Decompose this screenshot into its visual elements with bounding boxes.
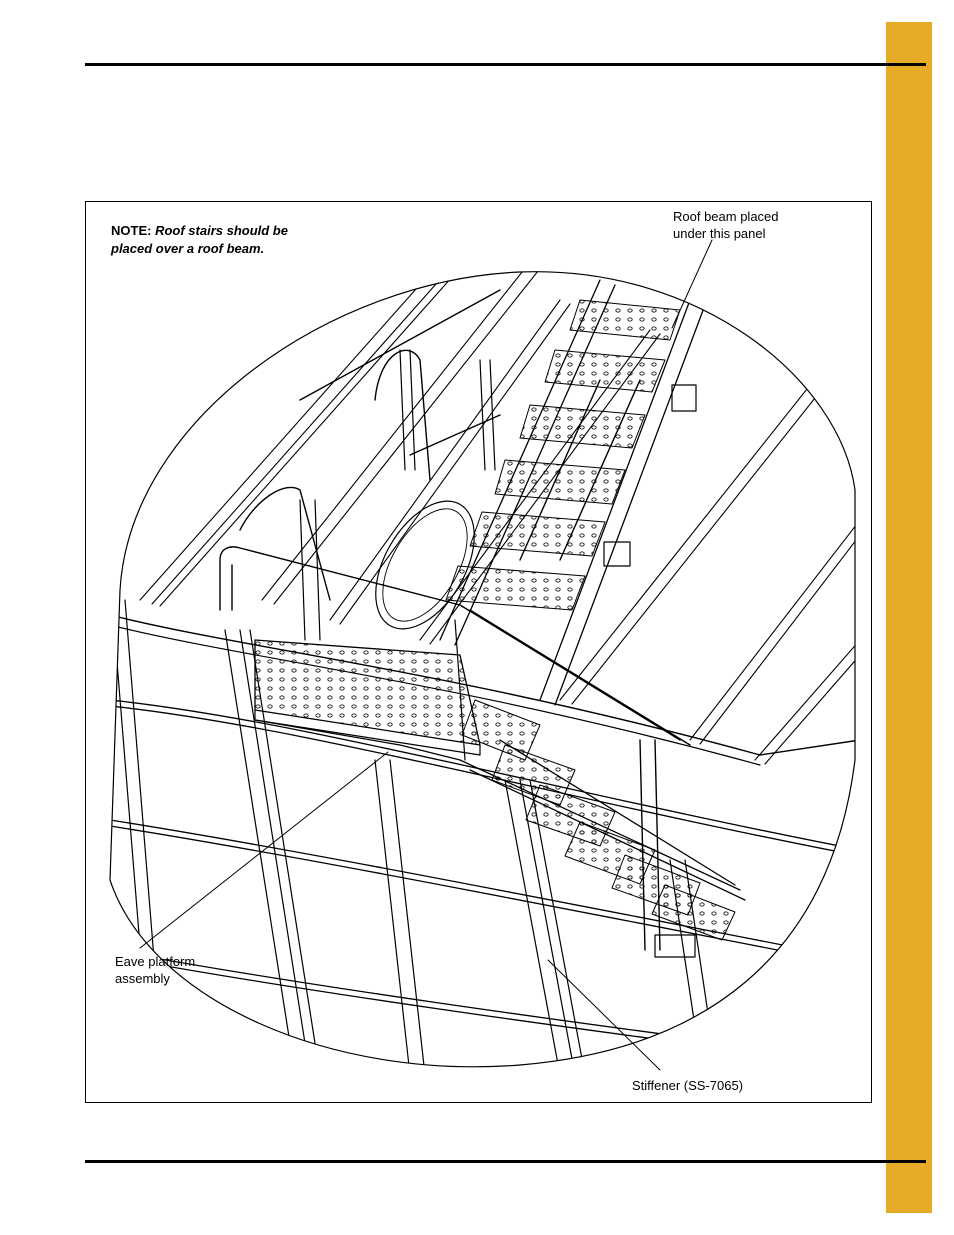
stair-treads-lower (461, 699, 736, 941)
callout-eave-platform: Eave platform assembly (115, 953, 195, 987)
callout-stiffener: Stiffener (SS-7065) (632, 1078, 744, 1093)
header-rule (85, 63, 926, 66)
side-tab (886, 22, 932, 1213)
figure-note: NOTE: Roof stairs should be placed over … (111, 222, 288, 258)
callout-roof-beam-line1: Roof beam placed (673, 209, 779, 224)
roof-hatch (375, 500, 475, 630)
callout-roof-beam: Roof beam placed under this panel (673, 208, 779, 242)
handrails (219, 289, 691, 951)
stair-treads-upper (445, 299, 681, 611)
eave-platform-deck (254, 639, 481, 746)
stair-bracket (671, 384, 697, 412)
note-text-line2: placed over a roof beam. (111, 241, 265, 256)
callout-eave-line1: Eave platform (115, 954, 196, 969)
footer-rule (85, 1160, 926, 1163)
note-label: NOTE: (111, 223, 152, 238)
callout-eave-line2: assembly (115, 971, 170, 986)
callout-roof-beam-line2: under this panel (673, 226, 766, 241)
detail-lens-outline (109, 271, 856, 1068)
sidewall-seams (110, 699, 855, 1067)
note-text-line1: Roof stairs should be (155, 223, 288, 238)
leader-lines (139, 239, 713, 1071)
figure-frame (85, 201, 872, 1103)
